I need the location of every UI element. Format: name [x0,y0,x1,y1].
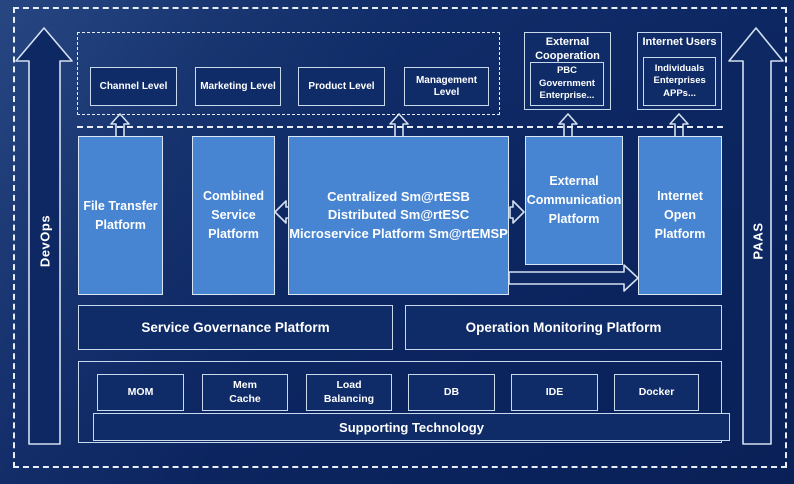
supporting-technology-bar: Supporting Technology [93,413,730,441]
tech-box-ide: IDE [511,374,598,411]
external-cooperation-box: External Cooperation PBC Government Ente… [524,32,611,110]
paas-arrow [728,27,784,445]
operation-monitoring-platform: Operation Monitoring Platform [405,305,722,350]
arrow-esb-to-combined-service [274,200,290,224]
supporting-technology-label: Supporting Technology [339,419,484,435]
level-label: Channel Level [99,80,168,92]
esb-line-2: Distributed Sm@rtESC [327,207,470,223]
devops-arrow [15,27,73,445]
level-box-channel: Channel Level [90,67,177,106]
level-box-management: Management Level [404,67,489,106]
external-cooperation-title: External Cooperation [535,36,600,62]
arrow-esb-to-internet-open [508,264,639,292]
platform-esb: Centralized Sm@rtESB Distributed Sm@rtES… [288,136,509,295]
tech-box-mem-cache: Mem Cache [202,374,288,411]
tech-box-mom: MOM [97,374,184,411]
arrow-esb-to-external-communication [509,200,525,224]
tech-label: Docker [638,385,675,398]
tech-label: MOM [127,385,154,398]
tech-box-docker: Docker [614,374,699,411]
layer-divider-line [77,126,723,128]
diagram-outer-frame [13,7,787,468]
monitoring-label: Operation Monitoring Platform [465,320,662,335]
tech-box-load-balancing: Load Balancing [306,374,392,411]
internet-users-title: Internet Users [642,36,717,48]
tech-label: DB [443,385,460,398]
platform-internet-open: Internet Open Platform [638,136,722,295]
level-label: Management Level [415,74,478,98]
tech-box-db: DB [408,374,495,411]
platform-label: File Transfer Platform [83,198,158,232]
external-cooperation-members-box: PBC Government Enterprise... [530,62,604,106]
paas-rail-label: PAAS [750,222,766,260]
platform-label: Internet Open Platform [654,189,706,241]
tech-label: Mem Cache [229,379,261,405]
devops-rail-label: DevOps [37,214,53,268]
governance-label: Service Governance Platform [141,320,330,335]
platform-label: External Communication Platform [526,174,622,226]
internet-users-members: Individuals Enterprises APPs... [653,62,706,99]
esb-line-3: Microservice Platform Sm@rtEMSP [289,225,508,241]
level-label: Product Level [308,80,375,92]
platform-file-transfer: File Transfer Platform [78,136,163,295]
levels-group-frame [77,32,500,115]
internet-users-box: Internet Users Individuals Enterprises A… [637,32,722,110]
service-governance-platform: Service Governance Platform [78,305,393,350]
esb-line-1: Centralized Sm@rtESB [327,189,470,205]
platform-combined-service: Combined Service Platform [192,136,275,295]
tech-label: IDE [545,385,564,398]
level-label: Marketing Level [200,80,276,92]
level-box-product: Product Level [298,67,385,106]
supporting-technology-group [78,361,722,443]
external-cooperation-members: PBC Government Enterprise... [539,65,595,102]
platform-label: Combined Service Platform [202,189,265,241]
internet-users-members-box: Individuals Enterprises APPs... [643,57,716,106]
level-box-marketing: Marketing Level [195,67,281,106]
tech-label: Load Balancing [323,379,375,405]
platform-external-communication: External Communication Platform [525,136,623,265]
